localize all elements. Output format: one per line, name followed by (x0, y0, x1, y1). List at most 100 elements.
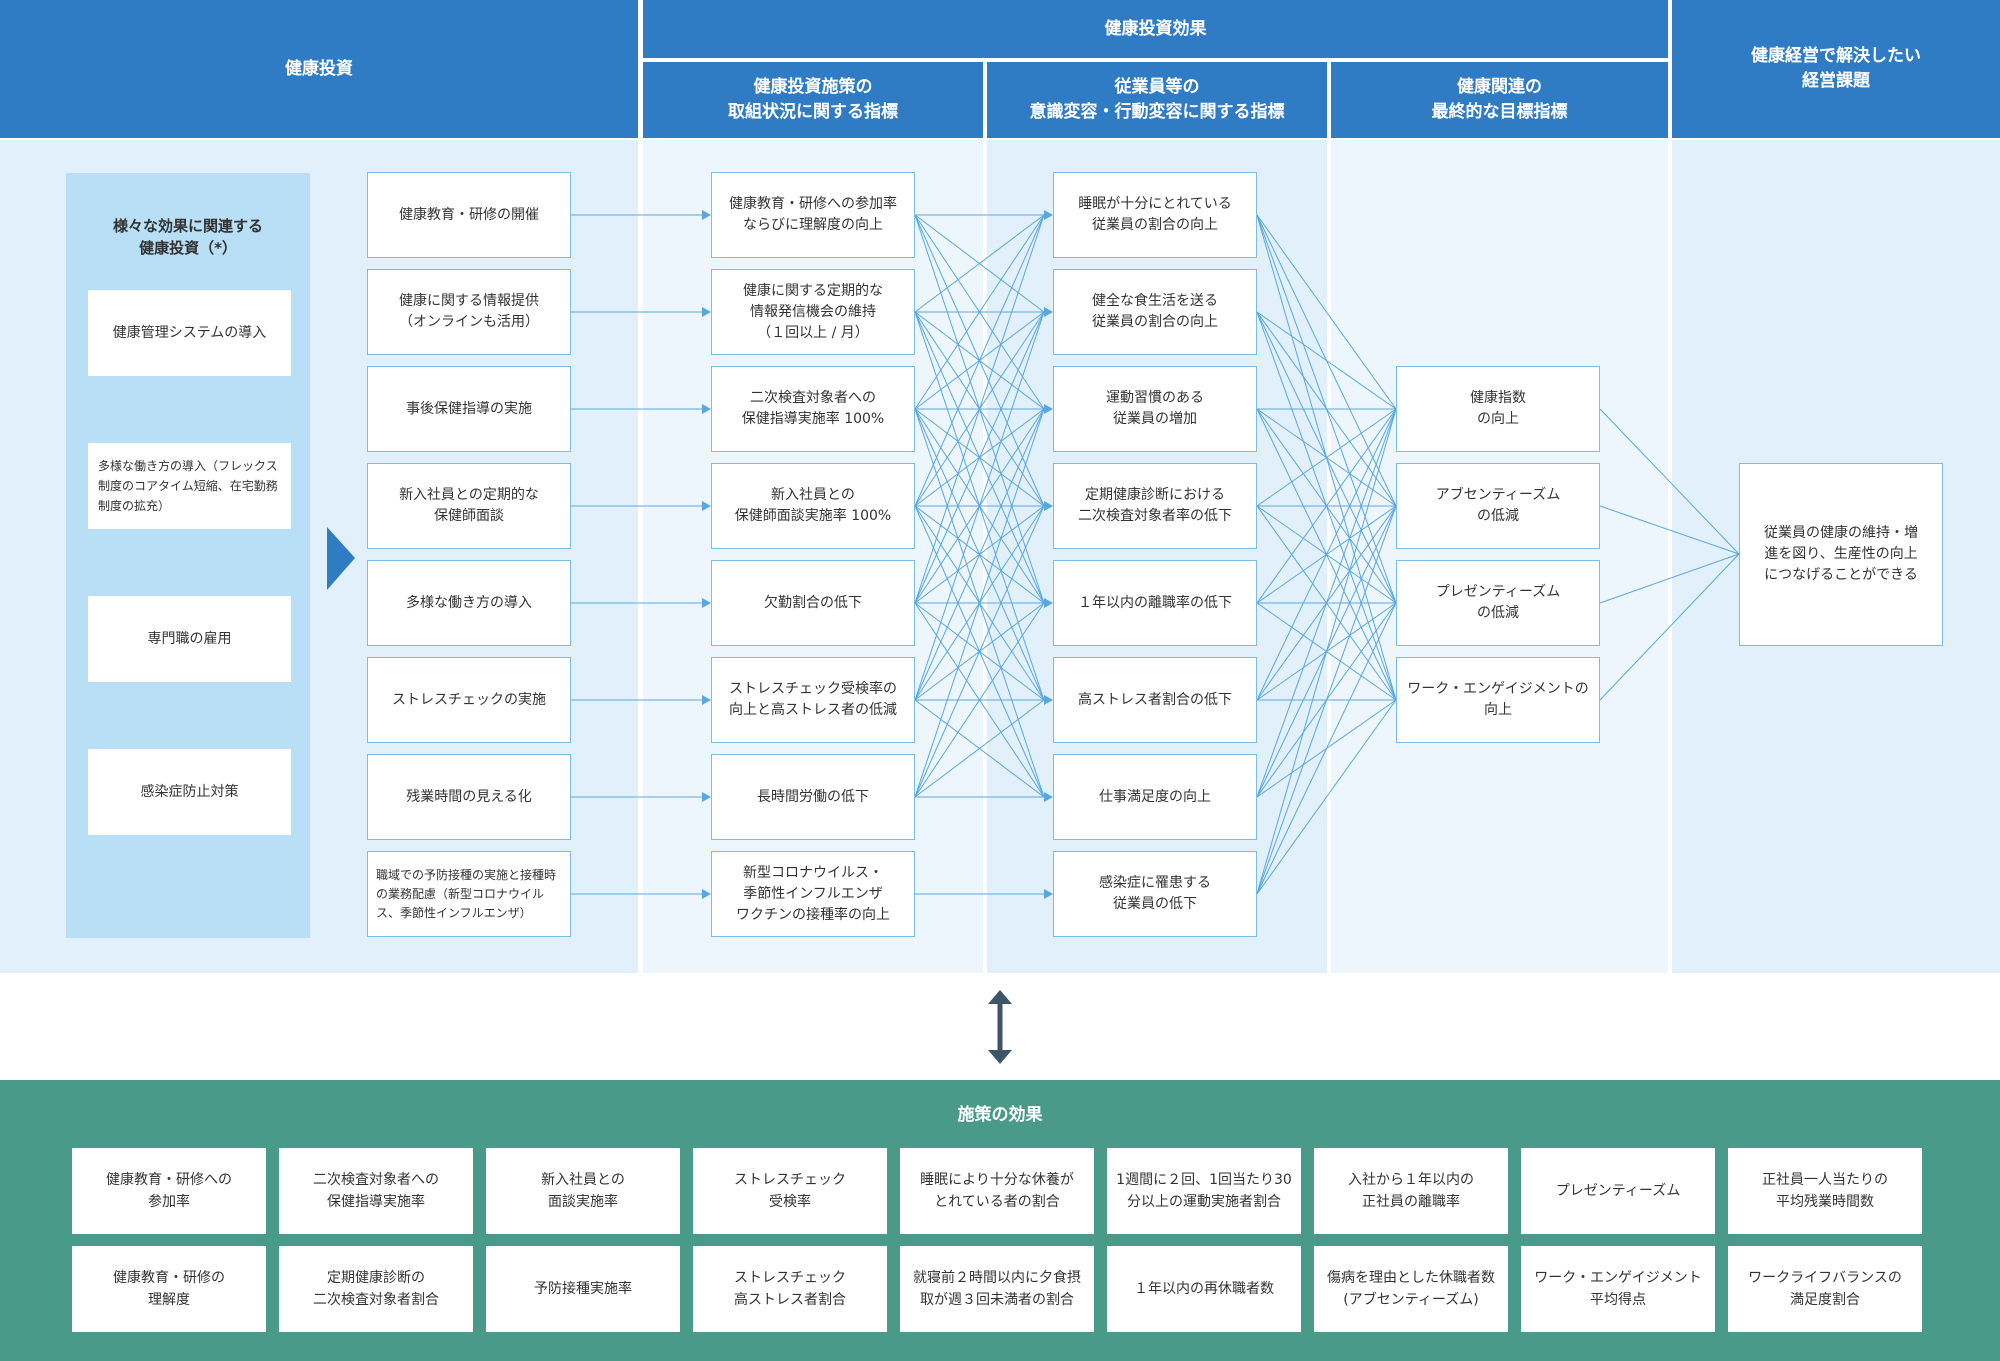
mesh-line (914, 505, 1045, 798)
mesh-line (914, 214, 1045, 410)
final-link-line (1256, 408, 1397, 507)
final-link-line (1256, 699, 1397, 895)
policy-effect-item: 二次検査対象者への 保健指導実施率 (279, 1148, 473, 1234)
measure-box: 長時間労働の低下 (711, 754, 915, 840)
employee-indicator-box: 仕事満足度の向上 (1053, 754, 1257, 840)
connector-arrowhead (702, 889, 711, 899)
header-employee-indicator: 従業員等の 意識変容・行動変容に関する指標 (987, 62, 1327, 138)
header-health-investment: 健康投資 (0, 0, 638, 138)
header-management-issue: 健康経営で解決したい 経営課題 (1672, 0, 2000, 138)
measure-box: 健康教育・研修への参加率 ならびに理解度の向上 (711, 172, 915, 258)
investment-box: ストレスチェックの実施 (367, 657, 571, 743)
final-link-line (1256, 408, 1397, 895)
mesh-line (914, 699, 1045, 798)
mesh-arrowhead (1044, 889, 1053, 899)
issue-link-line (1599, 553, 1740, 604)
final-link-line (1256, 408, 1397, 798)
measure-box: 健康に関する定期的な 情報発信機会の維持 （１回以上 / 月） (711, 269, 915, 355)
mesh-arrowhead (1044, 501, 1053, 511)
investment-box: 多様な働き方の導入 (367, 560, 571, 646)
employee-indicator-box: 定期健康診断における 二次検査対象者率の低下 (1053, 463, 1257, 549)
final-link-line (1256, 214, 1397, 410)
policy-effects-title: 施策の効果 (957, 1105, 1043, 1125)
policy-effect-item: ワークライフバランスの 満足度割合 (1728, 1246, 1922, 1332)
connector-arrowhead (702, 695, 711, 705)
mesh-arrowhead (1044, 404, 1053, 414)
employee-indicator-box: １年以内の離職率の低下 (1053, 560, 1257, 646)
mesh-arrowhead (1044, 210, 1053, 220)
investment-box: 職域での予防接種の実施と接種時の業務配慮（新型コロナウイルス、季節性インフルエン… (367, 851, 571, 937)
policy-effect-item: 健康教育・研修の 理解度 (72, 1246, 266, 1332)
measure-box: 二次検査対象者への 保健指導実施率 100% (711, 366, 915, 452)
employee-indicator-box: 感染症に罹患する 従業員の低下 (1053, 851, 1257, 937)
employee-indicator-box: 健全な食生活を送る 従業員の割合の向上 (1053, 269, 1257, 355)
final-link-line (1256, 505, 1397, 895)
mesh-arrowhead (1044, 792, 1053, 802)
mesh-line (914, 311, 1045, 604)
mesh-arrowhead (1044, 598, 1053, 608)
mesh-line (914, 214, 1045, 313)
policy-effect-item: 睡眠により十分な休養が とれている者の割合 (900, 1148, 1094, 1234)
management-issue-box: 従業員の健康の維持・増進を図り、生産性の向上につなげることができる (1739, 463, 1943, 646)
issue-link-line (1599, 553, 1740, 701)
header-health-investment-effect: 健康投資効果 (643, 0, 1668, 58)
policy-effect-item: ストレスチェック 高ストレス者割合 (693, 1246, 887, 1332)
policy-effect-item: 定期健康診断の 二次検査対象者割合 (279, 1246, 473, 1332)
left-item-infection-control: 感染症防止対策 (88, 749, 291, 835)
policy-effect-item: 就寝前２時間以内に夕食摂 取が週３回未満者の割合 (900, 1246, 1094, 1332)
band-final (1331, 140, 1668, 973)
connector-arrowhead (702, 210, 711, 220)
measure-box: 新型コロナウイルス・ 季節性インフルエンザ ワクチンの接種率の向上 (711, 851, 915, 937)
mesh-arrowhead (1044, 695, 1053, 705)
mesh-line (914, 602, 1045, 798)
policy-effect-item: ワーク・エンゲイジメント 平均得点 (1521, 1246, 1715, 1332)
investment-box: 健康教育・研修の開催 (367, 172, 571, 258)
issue-link-line (1599, 408, 1740, 555)
policy-effect-item: 新入社員との 面談実施率 (486, 1148, 680, 1234)
issue-link-line (1599, 505, 1740, 555)
left-panel-title: 様々な効果に関連する 健康投資（*） (112, 217, 263, 257)
left-item-specialist-hiring: 専門職の雇用 (88, 596, 291, 682)
connector-arrowhead (702, 404, 711, 414)
connector-arrowhead (702, 501, 711, 511)
final-indicator-box: ワーク・エンゲイジメントの 向上 (1396, 657, 1600, 743)
header-final-indicator: 健康関連の 最終的な目標指標 (1331, 62, 1668, 138)
triangle-right-icon (327, 527, 355, 590)
employee-indicator-box: 高ストレス者割合の低下 (1053, 657, 1257, 743)
mesh-line (914, 408, 1045, 798)
connector-arrowhead (702, 792, 711, 802)
left-item-health-system: 健康管理システムの導入 (88, 290, 291, 376)
measure-box: ストレスチェック受検率の 向上と高ストレス者の低減 (711, 657, 915, 743)
final-indicator-box: プレゼンティーズム の低減 (1396, 560, 1600, 646)
policy-effect-item: 傷病を理由とした休職者数 (アブセンティーズム) (1314, 1246, 1508, 1332)
policy-effect-item: ストレスチェック 受検率 (693, 1148, 887, 1234)
left-item-flexible-work: 多様な働き方の導入（フレックス制度のコアタイム短縮、在宅勤務制度の拡充） (88, 443, 291, 529)
policy-effect-item: プレゼンティーズム (1521, 1148, 1715, 1234)
header-measures-indicator: 健康投資施策の 取組状況に関する指標 (643, 62, 983, 138)
final-link-line (1256, 602, 1397, 895)
policy-effect-item: 入社から１年以内の 正社員の離職率 (1314, 1148, 1508, 1234)
final-indicator-box: 健康指数 の向上 (1396, 366, 1600, 452)
final-link-line (1256, 311, 1397, 410)
connector-arrowhead (702, 598, 711, 608)
final-indicator-box: アブセンティーズム の低減 (1396, 463, 1600, 549)
employee-indicator-box: 運動習慣のある 従業員の増加 (1053, 366, 1257, 452)
policy-effect-item: １年以内の再休職者数 (1107, 1246, 1301, 1332)
mesh-line (914, 214, 1045, 507)
policy-effect-item: 健康教育・研修への 参加率 (72, 1148, 266, 1234)
final-link-line (1256, 408, 1397, 604)
policy-effect-item: 1週間に２回、1回当たり30 分以上の運動実施者割合 (1107, 1148, 1301, 1234)
investment-box: 残業時間の見える化 (367, 754, 571, 840)
investment-box: 事後保健指導の実施 (367, 366, 571, 452)
final-link-line (1256, 408, 1397, 701)
mesh-line (914, 214, 1045, 604)
measure-box: 欠勤割合の低下 (711, 560, 915, 646)
connector-arrowhead (702, 307, 711, 317)
investment-box: 健康に関する情報提供 （オンラインも活用） (367, 269, 571, 355)
mesh-line (914, 311, 1045, 701)
mesh-line (914, 408, 1045, 701)
employee-indicator-box: 睡眠が十分にとれている 従業員の割合の向上 (1053, 172, 1257, 258)
measure-box: 新入社員との 保健師面談実施率 100% (711, 463, 915, 549)
